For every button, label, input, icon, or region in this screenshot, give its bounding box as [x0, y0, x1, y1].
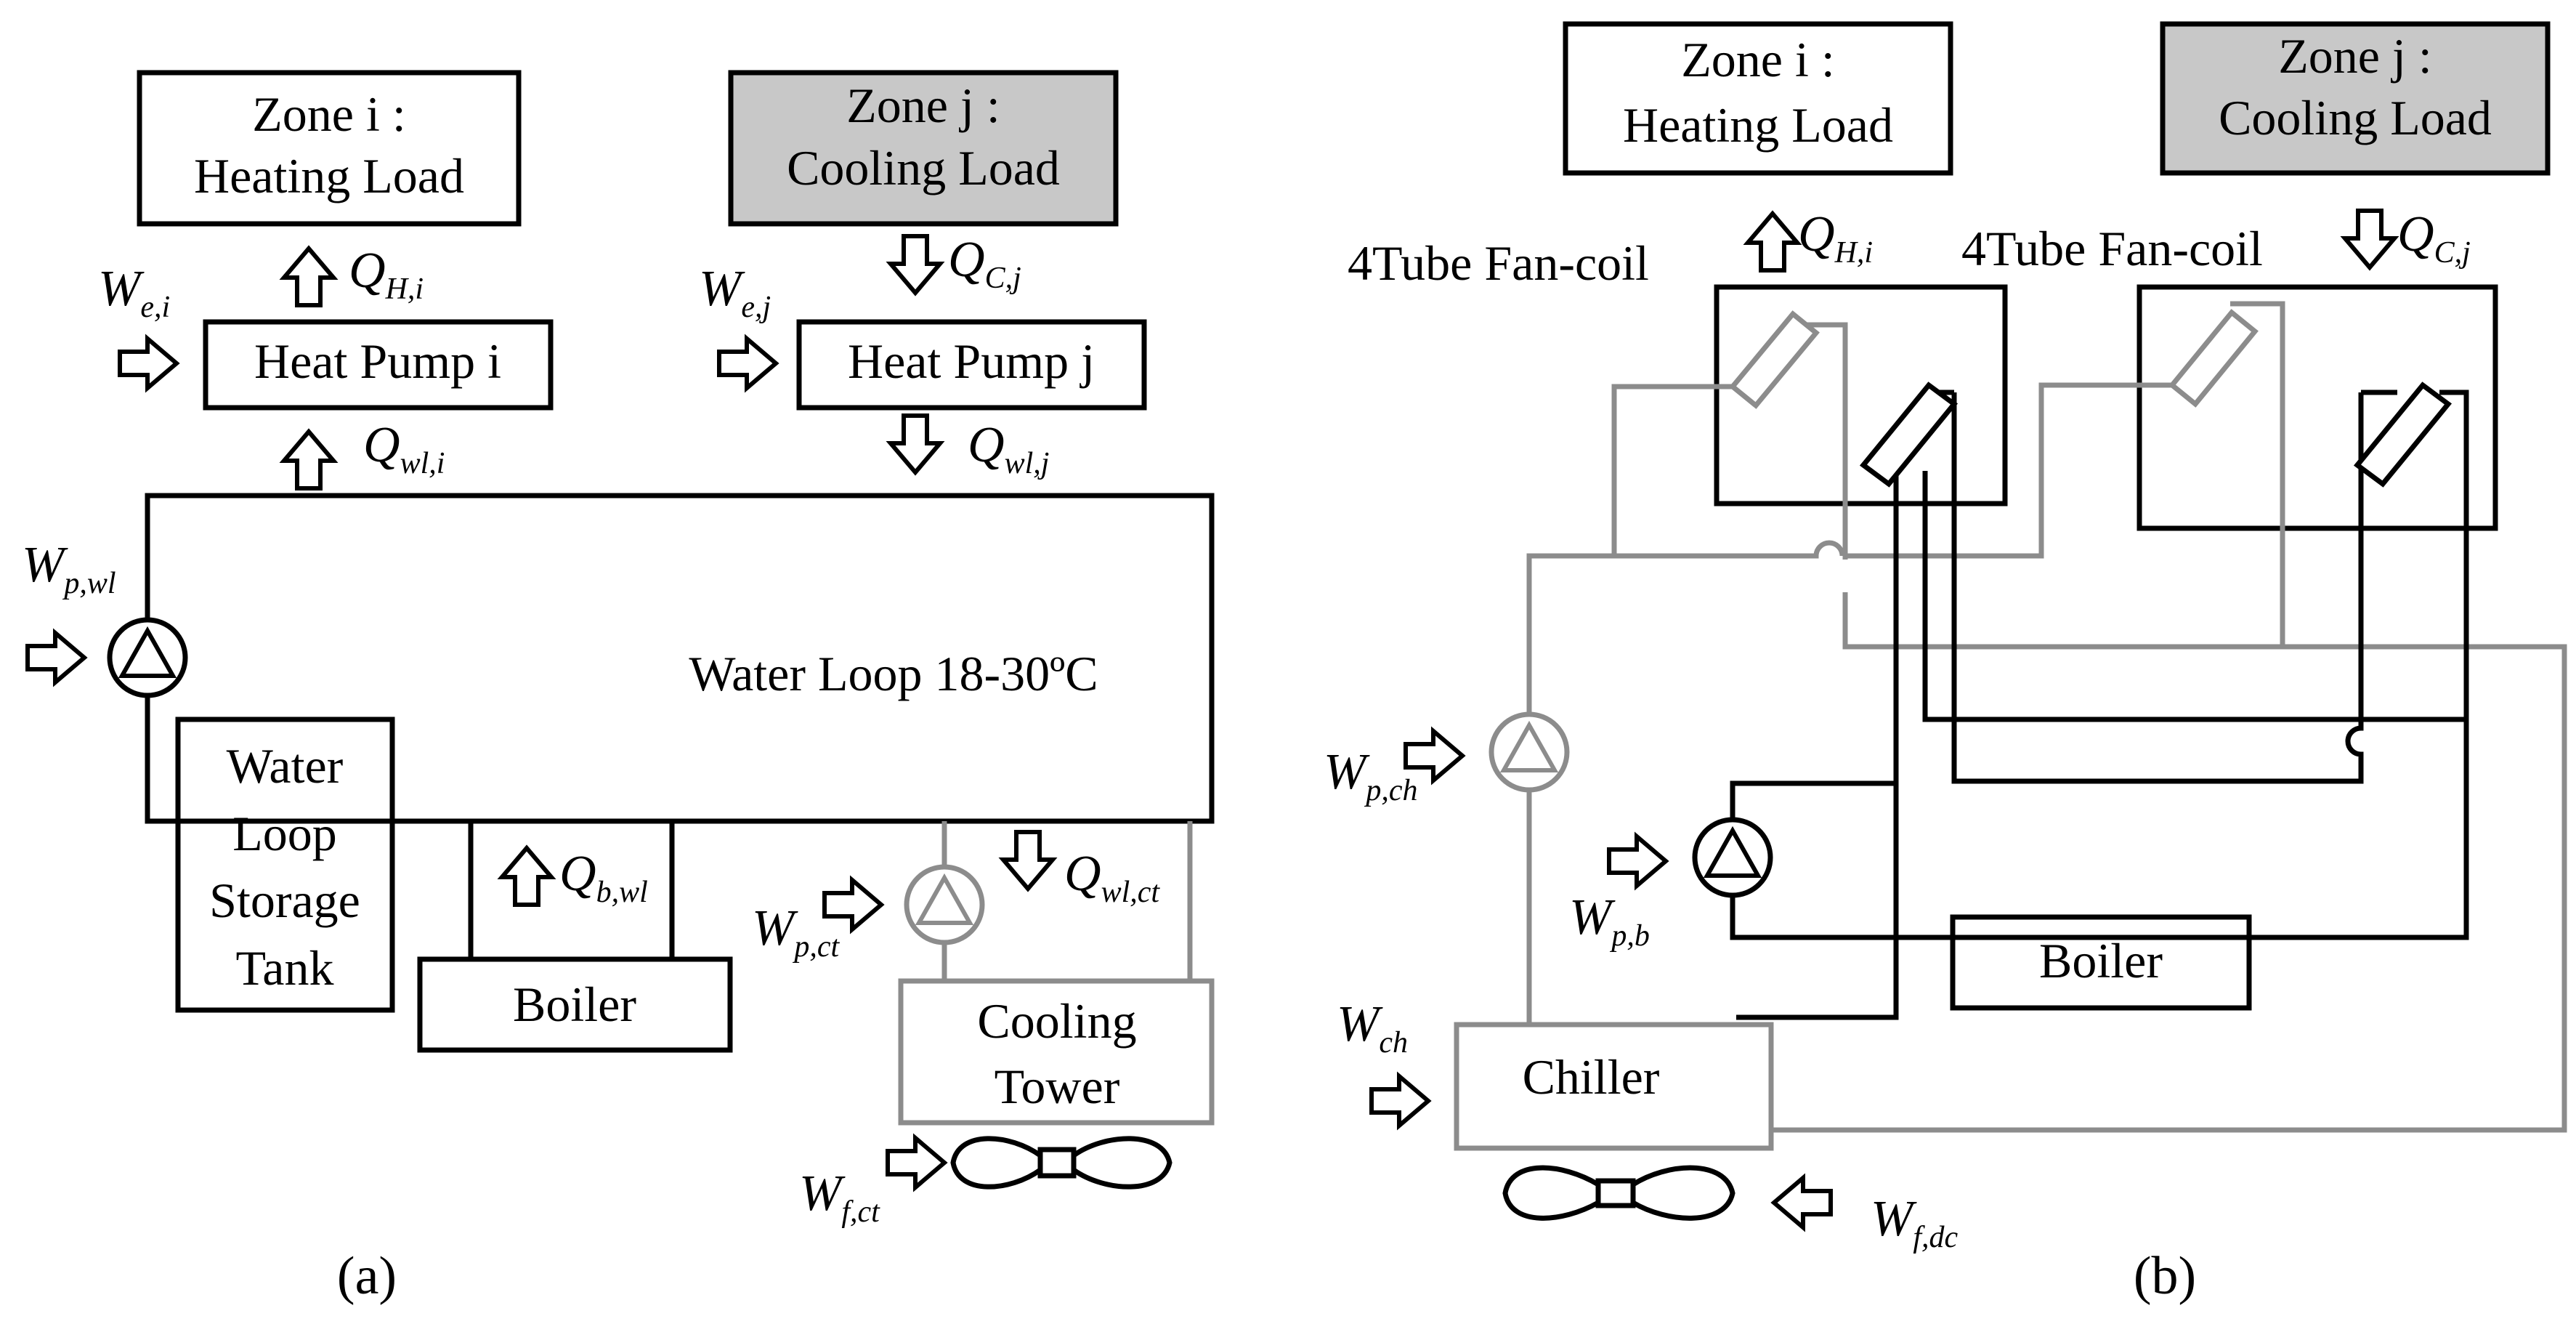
heat-pump-j-box — [796, 319, 1147, 411]
zone-i-box-a: Zone i : Heating Load — [137, 70, 522, 227]
boiler-label-b: Boiler — [2039, 933, 2163, 988]
qc-j-label-a: QC,j — [948, 232, 1021, 295]
panel-b: Zone i : Heating Load Zone j : Cooling L… — [1324, 21, 2567, 1306]
fancoil-i-box — [1714, 284, 2008, 506]
wp-b-label: Wp,b — [1569, 889, 1650, 953]
chiller-fan — [1502, 1165, 1735, 1221]
wp-ch-label: Wp,ch — [1324, 744, 1417, 807]
heat-pump-i-label: Heat Pump i — [254, 334, 501, 389]
cooling-tower-line-2: Tower — [995, 1059, 1120, 1114]
qwl-i-arrow — [284, 432, 333, 488]
heating-coils — [1859, 382, 2453, 488]
chiller-label: Chiller — [1523, 1049, 1660, 1105]
zone-i-load-b: Heating Load — [1623, 97, 1893, 153]
cooling-coils — [1729, 309, 2259, 409]
qwl-ct-arrow — [1003, 832, 1053, 889]
storage-tank-line-3: Storage — [209, 873, 360, 928]
wp-wl-label: Wp,wl — [22, 537, 116, 600]
we-i-arrow — [120, 339, 177, 388]
fancoil-j-box — [2136, 284, 2498, 531]
storage-tank-line-4: Tank — [236, 940, 334, 996]
panel-a-caption: (a) — [337, 1246, 397, 1306]
cooling-tower-box — [898, 978, 1215, 1126]
qwl-j-arrow — [891, 416, 940, 472]
qh-i-arrow-b — [1748, 214, 1797, 270]
zone-i-title-a: Zone i : — [252, 86, 406, 142]
zone-j-title-a: Zone j : — [846, 78, 1000, 133]
qc-j-arrow-b — [2345, 211, 2394, 267]
boiler-label-a: Boiler — [513, 977, 636, 1032]
w-ch-arrow — [1372, 1076, 1428, 1126]
zone-i-load-a: Heating Load — [194, 148, 464, 203]
wp-wl-arrow — [28, 633, 84, 682]
storage-tank-box — [175, 717, 395, 1013]
qc-j-label-b: QC,j — [2397, 206, 2471, 270]
we-j-label: We,j — [699, 261, 771, 324]
qwl-j-label: Qwl,j — [968, 417, 1049, 480]
wf-ct-label: Wf,ct — [799, 1166, 880, 1229]
storage-tank-line-2: Loop — [232, 806, 337, 861]
qb-wl-label: Qb,wl — [559, 846, 648, 909]
boiler-box-a — [417, 956, 733, 1053]
water-loop-label: Water Loop 18-30ºC — [689, 646, 1098, 701]
qwl-ct-label: Qwl,ct — [1064, 846, 1160, 909]
panel-b-caption: (b) — [2134, 1246, 2196, 1306]
wf-dc-arrow — [1774, 1178, 1831, 1227]
heat-pump-i-box — [203, 319, 554, 411]
zone-j-title-b: Zone j : — [2278, 28, 2432, 84]
wp-ct-label: Wp,ct — [752, 900, 840, 964]
zone-j-box-b: Zone j : Cooling Load — [2160, 21, 2551, 176]
zone-j-load-b: Cooling Load — [2219, 90, 2492, 145]
chiller-box — [1454, 1022, 1774, 1151]
zone-i-title-b: Zone i : — [1681, 32, 1835, 87]
wp-ct-arrow — [825, 880, 881, 929]
zone-i-box-b: Zone i : Heating Load — [1563, 21, 1953, 176]
we-j-arrow — [719, 339, 776, 388]
qwl-i-label: Qwl,i — [363, 417, 445, 480]
zone-j-load-a: Cooling Load — [787, 140, 1060, 195]
cooling-tower-fan — [950, 1136, 1172, 1190]
qb-wl-arrow — [502, 848, 551, 905]
wp-ch-arrow — [1406, 731, 1462, 780]
qh-i-arrow-a — [284, 249, 333, 305]
cooling-tower-line-1: Cooling — [977, 993, 1136, 1049]
panel-a: Zone i : Heating Load Zone j : Cooling L… — [22, 70, 1215, 1306]
heat-pump-j-label: Heat Pump j — [848, 334, 1095, 389]
wf-ct-arrow — [888, 1138, 944, 1187]
qh-i-label-a: QH,i — [349, 243, 424, 306]
qc-j-arrow-a — [891, 236, 940, 293]
storage-tank-line-1: Water — [227, 738, 344, 794]
wf-dc-label: Wf,dc — [1871, 1191, 1958, 1254]
qh-i-label-b: QH,i — [1798, 206, 1873, 270]
w-ch-label: Wch — [1337, 996, 1408, 1059]
fancoil-j-label: 4Tube Fan-coil — [1961, 221, 2263, 276]
we-i-label: We,i — [98, 261, 170, 324]
boiler-box-b — [1950, 914, 2252, 1011]
zone-j-box-a: Zone j : Cooling Load — [728, 70, 1119, 227]
wp-b-arrow — [1609, 836, 1666, 886]
fancoil-i-label: 4Tube Fan-coil — [1348, 235, 1649, 291]
